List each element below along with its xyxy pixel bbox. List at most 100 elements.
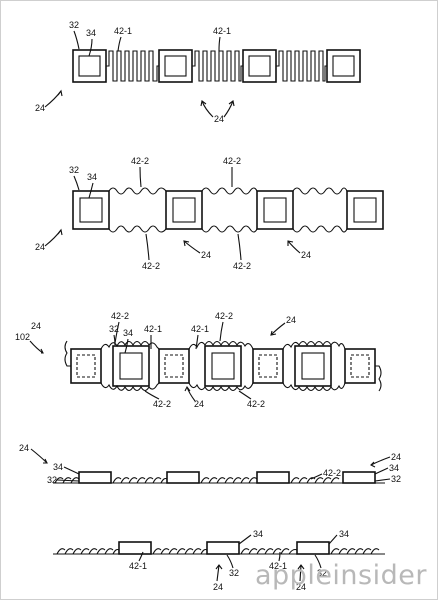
fig-b-outer-square-2 [165,190,203,230]
fig-c-leader-34 [124,338,129,354]
fig-d-leader-34-left [63,466,80,475]
fig-c-label-42-2-bottom-right: 42-2 [247,399,265,409]
fig-c-main-inner-3 [301,352,325,380]
fig-b-label-32: 32 [69,165,79,175]
fig-b-label-42-2-bottom-left: 42-2 [142,261,160,271]
fig-c-label-42-2-top-right: 42-2 [215,311,233,321]
fig-e-label-42-1-right: 42-1 [269,561,287,571]
fig-e-arrowhead-24-right [297,564,305,570]
fig-b-band-1-bottom [108,225,167,233]
fig-c-serpentine-left-end [64,340,71,367]
fig-d-leader-32-left [56,479,80,482]
fig-c-combined-chain: 102 24 42-2 32 34 42-1 42-1 42-2 24 42-2… [15,311,382,409]
fig-d-leader-34-right [374,467,389,475]
fig-c-side-square-2 [158,348,190,384]
fig-b-outer-square-4 [346,190,384,230]
fig-a-label-42-1-right: 42-1 [213,26,231,36]
fig-e-label-42-1-left: 42-1 [129,561,147,571]
fig-c-side-inner-3 [258,354,278,378]
fig-d-label-32-left: 32 [47,475,57,485]
fig-b-arrowhead-24-right [287,240,294,246]
fig-c-label-24-left: 24 [31,321,41,331]
fig-d-leader-42-2 [310,473,323,480]
fig-a-label-34: 34 [86,28,96,38]
fig-d-chip-1 [78,471,112,484]
fig-d-label-24-right: 24 [391,452,401,462]
fig-c-label-42-2-top-left: 42-2 [111,311,129,321]
fig-a-outer-square-3 [242,49,277,83]
fig-c-side-inner-1 [76,354,96,378]
fig-b-arrowhead-24-center [183,240,190,247]
fig-d-leader-32-right [374,478,391,482]
fig-b-leader-42-2-bottom-left [145,233,150,261]
fig-c-label-42-1-left: 42-1 [144,324,162,334]
fig-c-leader-42-1-right [195,334,199,350]
fig-b-leader-42-2-bottom-right [237,233,242,261]
fig-d-leader-24-left [30,448,48,464]
fig-e-label-24-right: 24 [296,582,306,592]
fig-e-arrowhead-24-left [215,564,223,570]
fig-c-side-square-4 [344,348,376,384]
fig-a-serpentine-chain: 32 34 42-1 42-1 24 24 [35,20,361,124]
fig-a-leader-42-1-right [218,36,221,52]
fig-c-main-square-3 [294,345,332,387]
fig-e-leader-32-center [226,554,234,569]
fig-a-outer-square-4 [326,49,361,83]
fig-c-leader-24-right [270,322,286,336]
fig-b-label-42-2-bottom-right: 42-2 [233,261,251,271]
fig-c-label-32: 32 [109,324,119,334]
fig-b-band-2-top [201,187,258,195]
fig-d-chip-3 [256,471,290,484]
fig-e-side-view: 34 34 42-1 42-1 32 32 24 24 [53,529,385,592]
fig-a-label-42-1-left: 42-1 [114,26,132,36]
fig-c-label-42-2-bottom-left: 42-2 [153,399,171,409]
fig-c-wave-frame-1 [100,340,160,392]
fig-c-label-42-1-right: 42-1 [191,324,209,334]
fig-c-main-inner-1 [119,352,143,380]
fig-c-arrowhead-102 [40,348,44,354]
fig-a-label-32: 32 [69,20,79,30]
fig-e-leader-24-left [216,564,220,582]
watermark-text: appleinsider [255,560,427,591]
fig-e-label-32-center: 32 [229,568,239,578]
fig-d-leader-24-right [370,456,391,466]
fig-b-label-24-right: 24 [301,250,311,260]
fig-c-side-square-3 [252,348,284,384]
fig-d-arrowhead-24-left [43,458,48,464]
fig-b-band-3-top [292,187,348,195]
fig-a-label-24-left: 24 [35,103,45,113]
fig-b-band-1-top [108,187,167,195]
fig-a-leader-42-1-left [117,36,122,52]
fig-d-label-34-right: 34 [389,463,399,473]
fig-c-leader-102 [29,340,44,354]
fig-b-inner-square-4 [353,197,377,223]
fig-c-wave-frame-2 [188,340,254,392]
fig-a-outer-square-2 [158,49,193,83]
fig-b-band-3-bottom [292,225,348,233]
fig-a-arrowhead-24-left [57,89,63,97]
fig-d-label-34-left: 34 [53,462,63,472]
fig-b-leader-24-right [287,240,301,254]
fig-c-side-inner-2 [164,354,184,378]
fig-e-chip-2 [206,541,240,555]
fig-c-arrowhead-24-bottom [184,385,191,392]
fig-b-wavy-chain: 32 34 42-2 42-2 24 24 24 42-2 42-2 [35,156,384,271]
fig-b-label-24-center: 24 [201,250,211,260]
fig-e-chip-3 [296,541,330,555]
fig-a-arrowhead-24-center-a [200,100,207,107]
fig-a-inner-square-2 [164,55,187,77]
fig-b-label-42-2-top-left: 42-2 [131,156,149,166]
fig-e-label-34-center: 34 [253,529,263,539]
fig-c-label-24-bottom: 24 [194,399,204,409]
fig-c-main-square-1 [112,345,150,387]
fig-c-main-square-2 [204,345,242,387]
fig-e-hatch [56,548,380,555]
fig-a-inner-square-1 [78,55,101,77]
fig-c-side-square-1 [70,348,102,384]
fig-c-leader-42-2-bottom-right [238,390,252,400]
fig-d-label-24-left: 24 [19,443,29,453]
fig-a-leader-32 [73,30,80,50]
fig-d-label-42-2: 42-2 [323,468,341,478]
